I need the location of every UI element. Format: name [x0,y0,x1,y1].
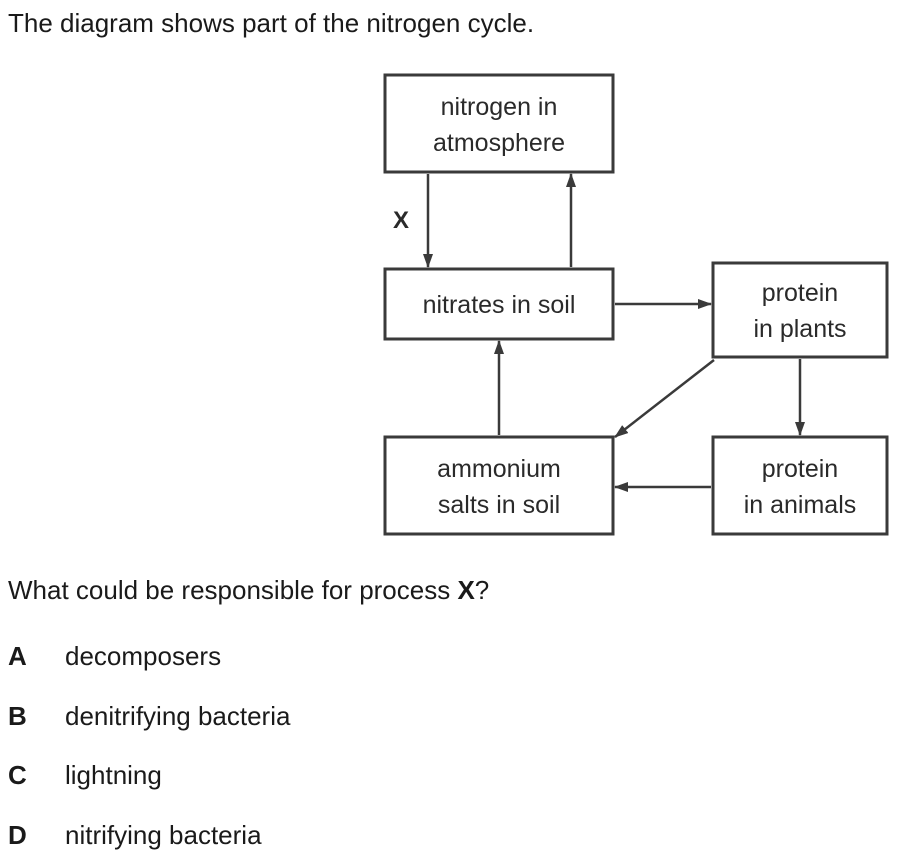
box-atmosphere-line-2: atmosphere [433,129,565,157]
box-plants-line-2: in plants [753,315,846,343]
box-animals-line-2: in animals [744,491,857,519]
option-letter: D [8,820,27,850]
option-text: decomposers [65,641,222,671]
option-letter: B [8,701,27,731]
arrow-plants-to-ammonium [614,359,715,438]
box-animals-line-1: protein [762,455,838,483]
nitrogen-cycle-diagram: nitrogen in atmosphere nitrates in soil … [383,73,889,536]
box-atmosphere-line-1: nitrogen in [441,93,558,121]
question-bold: X [457,575,475,605]
box-nitrates-line-1: nitrates in soil [423,291,576,319]
question-text: What could be responsible for process X? [8,573,489,607]
option-letter: A [8,641,27,671]
box-plants: protein in plants [711,261,889,359]
question-prefix: What could be responsible for process [8,575,458,605]
box-ammonium-line-1: ammonium [437,455,561,483]
option-text: lightning [65,760,162,790]
option-text: nitrifying bacteria [65,820,262,850]
box-nitrates: nitrates in soil [383,267,615,341]
option-letter: C [8,760,27,790]
box-ammonium: ammonium salts in soil [383,435,615,536]
box-plants-line-1: protein [762,279,838,307]
intro-text: The diagram shows part of the nitrogen c… [8,8,535,38]
question-suffix: ? [474,575,490,605]
option-text: denitrifying bacteria [65,701,291,731]
box-ammonium-line-2: salts in soil [438,491,560,519]
process-x-label: X [393,207,409,234]
box-atmosphere: nitrogen in atmosphere [383,73,615,174]
box-animals: protein in animals [711,435,889,536]
